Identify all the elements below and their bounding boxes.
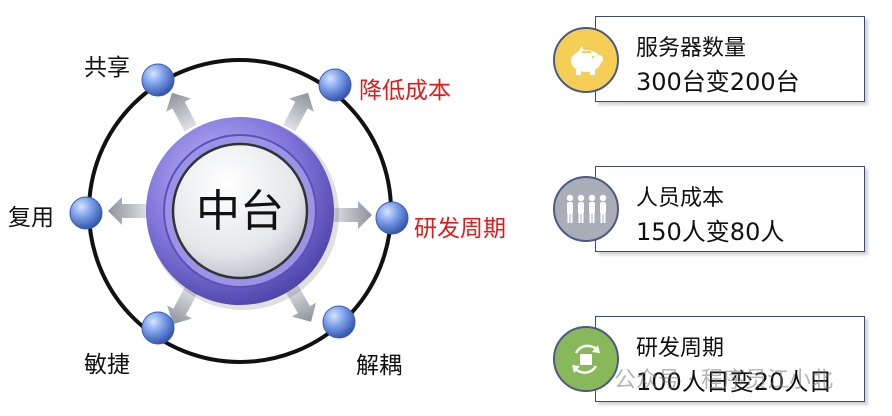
card-dev-cycle: 研发周期 100人日变20人日 — [595, 316, 865, 402]
node-agile — [141, 311, 175, 345]
card-value: 300台变200台 — [636, 68, 800, 96]
hub-core — [171, 142, 309, 280]
card-title: 服务器数量 — [636, 36, 747, 61]
node-label-reduce-cost: 降低成本 — [359, 78, 451, 104]
card-server-count: 服务器数量 300台变200台 — [595, 16, 865, 102]
card-value: 100人日变20人日 — [636, 368, 833, 396]
node-label-share: 共享 — [84, 55, 130, 81]
node-dev-cycle — [375, 201, 409, 235]
piggy-bank-icon — [553, 27, 619, 93]
node-label-decouple: 解耦 — [356, 353, 402, 379]
arrow-right — [332, 201, 372, 229]
node-label-dev-cycle: 研发周期 — [414, 216, 506, 242]
arrow-left — [108, 197, 148, 225]
card-value: 150人变80人 — [636, 218, 785, 246]
arrow-top-right — [283, 92, 314, 132]
node-reduce-cost — [318, 68, 352, 102]
node-reuse — [69, 196, 103, 230]
arrow-bottom-left — [167, 285, 198, 325]
arrows — [108, 92, 372, 325]
cycle-box-icon — [553, 326, 619, 392]
card-title: 人员成本 — [636, 186, 725, 211]
node-share — [141, 63, 175, 97]
orbit-nodes — [69, 63, 409, 345]
watermark-text: 公众号 · 程序员江小北 — [614, 368, 833, 393]
people-group-icon — [553, 176, 619, 242]
arrow-top-left — [166, 92, 197, 132]
hub-label: 中台 — [196, 186, 284, 237]
card-personnel-cost: 人员成本 150人变80人 — [595, 166, 865, 252]
node-label-agile: 敏捷 — [84, 352, 130, 378]
node-label-reuse: 复用 — [8, 205, 54, 231]
hub-diagram: 中台 — [69, 58, 409, 364]
arrow-bottom-right — [284, 283, 317, 322]
card-title: 研发周期 — [636, 336, 725, 361]
node-decouple — [322, 305, 356, 339]
